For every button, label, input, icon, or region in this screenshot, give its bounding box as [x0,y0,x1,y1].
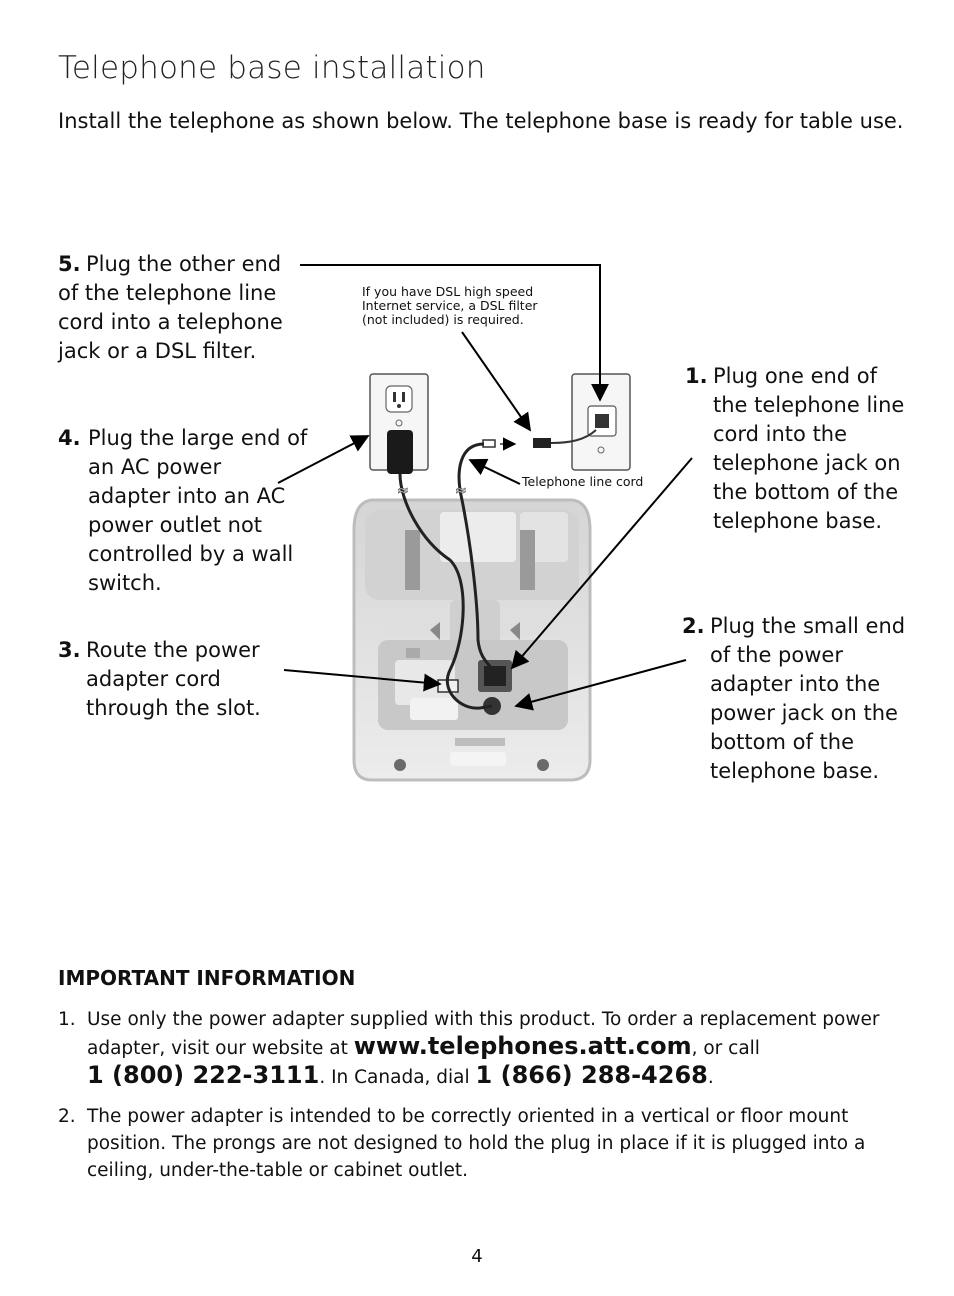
step-3: 3. Route the power adapter cord through … [58,636,288,723]
item-1-text-c: . In Canada, dial [319,1067,476,1088]
intro-text: Install the telephone as shown below. Th… [58,109,904,133]
step-5: 5. Plug the other end of the telephone l… [58,250,308,366]
step-1-text: Plug one end of the telephone line cord … [713,364,905,533]
page-title: Telephone base installation [58,50,486,86]
step-4: 4. Plug the large end of an AC power ada… [58,424,308,598]
installation-diagram: ≈ ≈ [277,264,693,782]
step-5-number: 5. [58,252,81,276]
telephone-base [352,498,592,782]
item-2-text: The power adapter is intended to be corr… [87,1106,866,1181]
item-1-text-b: , or call [691,1038,760,1059]
step-2-text: Plug the small end of the power adapter … [710,614,906,783]
important-heading: IMPORTANT INFORMATION [58,966,356,990]
step-3-text: Route the power adapter cord through the… [86,638,261,720]
step-5-text: Plug the other end of the telephone line… [58,252,283,363]
item-2-index: 2. [58,1106,76,1127]
step-4-text: Plug the large end of an AC power adapte… [88,426,308,595]
step-1-number: 1. [685,364,708,388]
step-3-number: 3. [58,638,81,662]
important-item-2: 2. The power adapter is intended to be c… [58,1103,898,1184]
item-1-index: 1. [58,1009,76,1030]
power-cord [398,473,493,710]
important-list: 1. Use only the power adapter supplied w… [58,1006,898,1184]
leader-lines [277,264,693,711]
dsl-note: If you have DSL high speed Internet serv… [362,284,538,327]
wall-phone-jack [571,373,631,471]
step-2: 2. Plug the small end of the power adapt… [682,612,908,786]
step-4-number: 4. [58,426,81,450]
step-1: 1. Plug one end of the telephone line co… [685,362,905,536]
item-1-text-a: Use only the power adapter supplied with… [87,1009,880,1059]
svg-text:≈: ≈ [397,483,409,499]
item-1-text-d: . [707,1067,714,1088]
step-2-number: 2. [682,614,705,638]
svg-text:≈: ≈ [455,483,467,499]
ac-outlet [369,373,429,474]
line-cord-label: Telephone line cord [522,474,644,489]
website-link[interactable]: www.telephones.att.com [353,1032,692,1060]
phone-us: 1 (800) 222-3111 [87,1061,320,1089]
important-item-1: 1. Use only the power adapter supplied w… [58,1006,898,1091]
phone-canada: 1 (866) 288-4268 [475,1061,708,1089]
page-number: 4 [471,1246,483,1267]
telephone-line-cord [457,442,496,673]
